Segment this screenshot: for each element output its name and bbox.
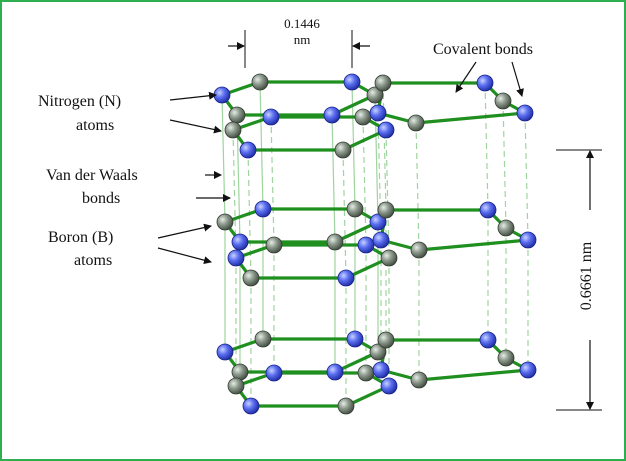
- nitrogen-atom: [262, 108, 280, 126]
- boron-atom: [326, 233, 344, 251]
- nitrogen-atom: [519, 231, 537, 249]
- nitrogen-atom: [369, 104, 387, 122]
- nitrogen-atom: [380, 377, 398, 395]
- nitrogen-atom: [479, 201, 497, 219]
- boron-atom: [366, 86, 384, 104]
- boron-atom: [357, 364, 375, 382]
- nitrogen-atom: [476, 74, 494, 92]
- nitrogen-atom: [369, 213, 387, 231]
- covalent-bond: [414, 111, 527, 125]
- covalent-bond: [417, 368, 530, 382]
- boron-atom: [227, 377, 245, 395]
- nitrogen-atom: [254, 200, 272, 218]
- van-der-waals-bond: [502, 100, 507, 229]
- van-der-waals-bond: [385, 129, 390, 259]
- nitrogen-atom: [343, 73, 361, 91]
- atoms-group: [213, 73, 537, 415]
- boron-atom: [231, 363, 249, 381]
- van-der-waals-bond: [221, 94, 226, 223]
- nitrogen-atom: [242, 397, 260, 415]
- van-der-waals-bond: [362, 116, 367, 246]
- boron-atom: [369, 343, 387, 361]
- nitrogen-atom: [516, 104, 534, 122]
- van-der-waals-bond: [524, 112, 529, 241]
- nitrogen-atom: [519, 361, 537, 379]
- boron-atom: [265, 236, 283, 254]
- covalent-bonds-label: Covalent bonds: [433, 41, 533, 58]
- boron-atom: [377, 201, 395, 219]
- nitrogen-atom: [213, 86, 231, 104]
- spacing-unit-label: nm: [293, 32, 311, 47]
- interlayer-distance-label: 0.6661 nm: [578, 241, 595, 311]
- spacing-value-label: 0.1446: [284, 16, 320, 31]
- van-der-waals-bond: [484, 82, 489, 211]
- nitrogen-atom: [372, 361, 390, 379]
- nitrogen-atom: [231, 233, 249, 251]
- boron-atom: [497, 349, 515, 367]
- nitrogen-atom: [337, 269, 355, 287]
- nitrogen-atom: [357, 236, 375, 254]
- boron-atom: [407, 114, 425, 132]
- dimension-markers: [228, 30, 602, 411]
- van-der-waals-bonds-label: bonds: [82, 190, 121, 207]
- nitrogen-atom: [216, 343, 234, 361]
- nitrogen-atom: [265, 364, 283, 382]
- nitrogen-atom: [346, 330, 364, 348]
- nitrogen-atoms-label: atoms: [76, 117, 115, 134]
- boron-atom: [374, 74, 392, 92]
- boron-atom: [254, 330, 272, 348]
- boron-atom: [251, 73, 269, 91]
- nitrogen-atom: [479, 331, 497, 349]
- boron-atom: [497, 219, 515, 237]
- van-der-waals-bond: [382, 82, 387, 211]
- van-der-waals-bond: [415, 122, 420, 251]
- van-der-waals-bond: [270, 116, 275, 246]
- boron-atoms-label: atoms: [74, 252, 113, 269]
- nitrogen-atom: [323, 106, 341, 124]
- nitrogen-atom: [239, 141, 257, 159]
- van-der-waals-bond: [232, 129, 237, 259]
- van-der-waals-bond: [259, 81, 264, 210]
- boron-atom: [410, 241, 428, 259]
- boron-label: Boron (B): [48, 229, 114, 246]
- boron-atom: [346, 200, 364, 218]
- boron-atom: [228, 106, 246, 124]
- nitrogen-atom: [377, 121, 395, 139]
- boron-atom: [224, 121, 242, 139]
- boron-atom: [337, 397, 355, 415]
- label-pointers: [157, 61, 524, 265]
- boron-atom: [216, 213, 234, 231]
- van-der-waals-label: Van der Waals: [46, 167, 138, 184]
- boron-atom: [410, 371, 428, 389]
- boron-atom: [354, 108, 372, 126]
- nitrogen-atom: [372, 231, 390, 249]
- boron-atom: [377, 331, 395, 349]
- nitrogen-label: Nitrogen (N): [38, 93, 122, 110]
- van-der-waals-bond: [342, 149, 347, 279]
- boron-atom: [380, 249, 398, 267]
- covalent-bond: [417, 238, 530, 252]
- boron-atom: [242, 269, 260, 287]
- van-der-waals-bond: [331, 114, 336, 243]
- nitrogen-atom: [326, 363, 344, 381]
- boron-atom: [494, 92, 512, 110]
- nitrogen-atom: [227, 249, 245, 267]
- boron-atom: [334, 141, 352, 159]
